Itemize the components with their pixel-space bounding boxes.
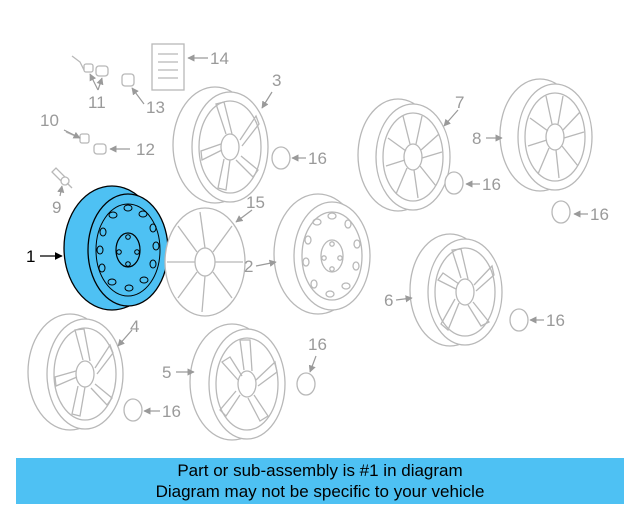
steel-spare-wheel-part-1[interactable]: [63, 185, 169, 311]
callout-3: 3: [272, 71, 281, 90]
caption-line-1: Part or sub-assembly is #1 in diagram: [177, 461, 463, 480]
lug-bolts-part-11: [71, 55, 109, 77]
cap-part-13: [121, 73, 135, 87]
caption-line-2: Diagram may not be specific to your vehi…: [155, 482, 485, 501]
callout-12: 12: [136, 140, 155, 159]
callout-14: 14: [210, 49, 229, 68]
callout-9: 9: [52, 198, 61, 217]
callout-16-e: 16: [308, 335, 327, 354]
parts-diagram: 1 2 3 4 5 6 7 8 9 10 11 12 13 14 15 16 1…: [26, 43, 609, 441]
callout-15: 15: [246, 193, 265, 212]
callout-16-d: 16: [546, 311, 565, 330]
callout-16-f: 16: [162, 402, 181, 421]
alloy-wheel-part-8: [499, 78, 593, 192]
alloy-wheel-part-4: [27, 313, 124, 431]
callout-11: 11: [88, 93, 106, 112]
alloy-wheel-part-3: [172, 86, 269, 204]
alloy-wheel-part-6: [409, 233, 503, 347]
steel-wheel-part-2: [273, 193, 371, 315]
callout-13: 13: [146, 98, 165, 117]
alloy-wheel-part-5: [189, 323, 286, 441]
fitting-part-10: [65, 131, 90, 144]
callout-16-c: 16: [590, 205, 609, 224]
diagram-caption-banner: Part or sub-assembly is #1 in diagram Di…: [16, 458, 624, 504]
callout-16-b: 16: [482, 175, 501, 194]
callout-4: 4: [130, 317, 139, 336]
label-part-14: [151, 43, 185, 91]
callout-8: 8: [472, 129, 481, 148]
callout-10: 10: [40, 111, 59, 130]
valve-stem-part-9: [51, 167, 73, 189]
callout-7: 7: [455, 93, 464, 112]
callout-6: 6: [384, 291, 393, 310]
wheel-cover-part-15: [164, 207, 246, 317]
callout-1: 1: [26, 247, 35, 266]
callout-16-a: 16: [308, 149, 327, 168]
center-cap-part-16: [123, 146, 571, 422]
nut-part-12: [93, 143, 107, 155]
leader-lines: [40, 54, 588, 415]
callout-5: 5: [162, 363, 171, 382]
alloy-wheel-part-7: [357, 98, 451, 212]
callout-2: 2: [244, 257, 253, 276]
